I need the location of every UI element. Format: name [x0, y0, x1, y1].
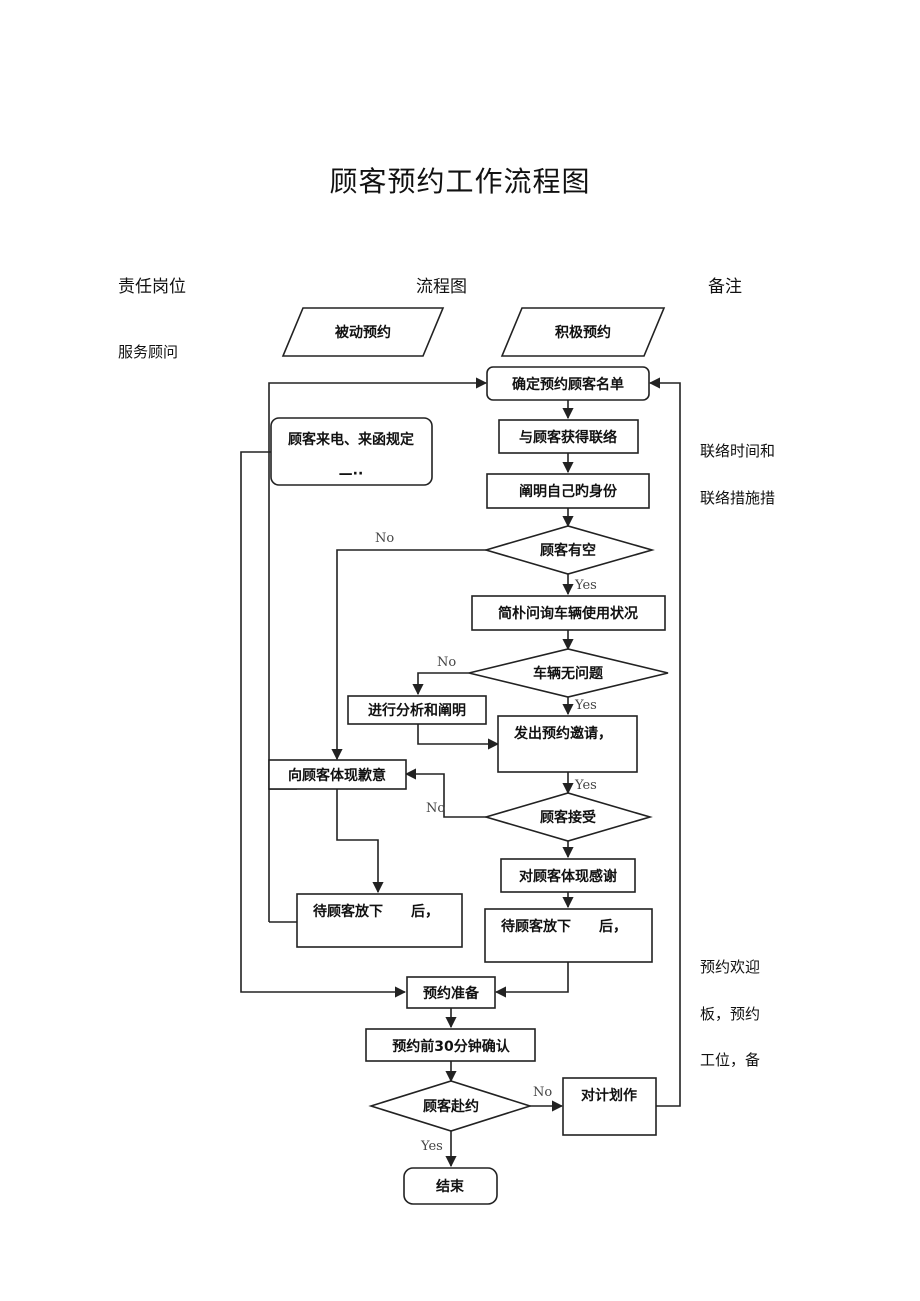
edge-plan-confirm	[648, 377, 681, 1107]
node-active-label: 积极预约	[555, 324, 611, 341]
header-role: 责任岗位	[118, 277, 186, 297]
edge-analyze-invite	[417, 724, 500, 750]
role-service-advisor: 服务顾问	[118, 343, 179, 361]
header-flow: 流程图	[416, 277, 467, 297]
node-passive: 被动预约	[281, 307, 445, 357]
node-wait-left-label: 待顾客放下 后，	[313, 903, 439, 920]
edge-apology-wait	[336, 789, 384, 894]
node-ask-vehicle: 简朴问询车辆使用状况	[471, 595, 666, 631]
node-identify: 阐明自己旳身份	[486, 473, 650, 509]
node-wait-right-label: 待顾客放下 后，	[501, 918, 627, 935]
note-contact-line2: 联络措施措	[700, 489, 776, 507]
note-prep-line3: 工位，备	[700, 1051, 761, 1069]
node-customer-call-label: 顾客来电、来函规定	[288, 431, 414, 448]
node-contact: 与顾客获得联络	[498, 419, 639, 454]
node-analyze: 进行分析和阐明	[347, 695, 487, 725]
node-accept-label: 顾客接受	[540, 809, 596, 826]
node-vehicle-ok: 车辆无问题	[468, 648, 669, 698]
connectors	[240, 377, 681, 1168]
label-no-available: No	[375, 531, 394, 546]
node-passive-label: 被动预约	[335, 324, 391, 341]
header-notes: 备注	[708, 277, 742, 297]
node-contact-label: 与顾客获得联络	[519, 429, 617, 446]
node-arrive: 顾客赴约	[368, 1080, 533, 1132]
node-active: 积极预约	[500, 307, 666, 357]
page-title: 顾客预约工作流程图	[329, 165, 591, 198]
edge-accept-no	[404, 768, 486, 818]
label-yes-available: Yes	[574, 578, 597, 593]
label-yes-vehicle: Yes	[574, 698, 597, 713]
node-thanks-label: 对顾客体现感谢	[519, 868, 617, 885]
node-confirm30: 预约前30分钟确认	[365, 1028, 536, 1062]
node-customer-call: 顾客来电、来函规定 —··	[270, 417, 433, 486]
node-thanks: 对顾客体现感谢	[500, 858, 636, 893]
node-wait-left: 待顾客放下 后，	[296, 893, 463, 948]
node-analyze-label: 进行分析和阐明	[368, 702, 466, 719]
edge-available-no	[331, 549, 486, 761]
label-no-vehicle: No	[437, 655, 456, 670]
edge-loop-confirm	[268, 377, 488, 922]
node-available-label: 顾客有空	[540, 542, 596, 559]
node-confirm-list: 确定预约顾客名单	[486, 366, 650, 401]
node-identify-label: 阐明自己旳身份	[519, 483, 618, 500]
node-wait-right: 待顾客放下 后，	[484, 908, 653, 963]
label-no-accept: No	[426, 801, 445, 816]
node-confirm30-label: 预约前30分钟确认	[392, 1038, 510, 1055]
node-confirm-list-label: 确定预约顾客名单	[512, 376, 624, 393]
node-end-label: 结束	[436, 1178, 465, 1195]
node-prepare: 预约准备	[406, 976, 496, 1009]
node-plan-label: 对计划作	[581, 1087, 637, 1104]
node-invite-label: 发出预约邀请，	[513, 725, 612, 742]
node-accept: 顾客接受	[483, 792, 653, 842]
node-arrive-label: 顾客赴约	[423, 1098, 479, 1115]
label-no-arrive: No	[533, 1085, 552, 1100]
node-invite: 发出预约邀请，	[497, 715, 638, 773]
label-yes-arrive: Yes	[420, 1139, 443, 1154]
node-vehicle-ok-label: 车辆无问题	[533, 665, 604, 682]
node-end: 结束	[403, 1167, 498, 1205]
note-prep-line2: 板，预约	[700, 1005, 761, 1023]
note-contact-line1: 联络时间和	[700, 442, 776, 460]
note-prep-line1: 预约欢迎	[700, 958, 761, 976]
node-available: 顾客有空	[483, 525, 655, 575]
edge-vehicle-no	[412, 672, 469, 696]
edge-call-prepare	[240, 451, 407, 998]
edge-wait-prepare	[494, 962, 569, 998]
node-apology-label: 向顾客体现歉意	[288, 767, 386, 784]
node-ask-vehicle-label: 简朴问询车辆使用状况	[498, 605, 638, 622]
label-yes-invite: Yes	[574, 778, 597, 793]
node-apology: 向顾客体现歉意	[268, 759, 407, 790]
node-customer-call-cut: —··	[339, 466, 364, 482]
node-prepare-label: 预约准备	[423, 985, 480, 1002]
node-plan: 对计划作	[562, 1077, 657, 1136]
